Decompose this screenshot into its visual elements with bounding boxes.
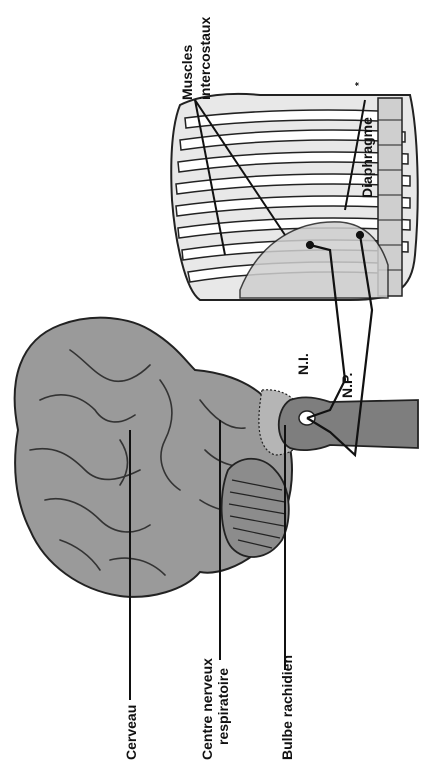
- label-ni: N.I.: [295, 353, 311, 375]
- label-bulbe: Bulbe rachidien: [279, 655, 295, 760]
- label-cerveau: Cerveau: [123, 705, 139, 760]
- label-diaphragme-marker: *: [354, 82, 365, 86]
- label-np: N.P.: [339, 373, 355, 398]
- ribcage-illustration: [171, 94, 417, 300]
- label-diaphragme: Diaphragme: [359, 117, 375, 198]
- label-muscles-line1: Muscles: [179, 45, 195, 100]
- label-centre-line1: Centre nerveux: [199, 658, 215, 760]
- label-centre-line2: respiratoire: [215, 668, 231, 745]
- brainstem-illustration: [279, 397, 418, 450]
- label-muscles-line2: intercostaux: [197, 17, 213, 100]
- cerebellum-shape: [222, 459, 289, 557]
- brainstem-shape: [279, 397, 418, 450]
